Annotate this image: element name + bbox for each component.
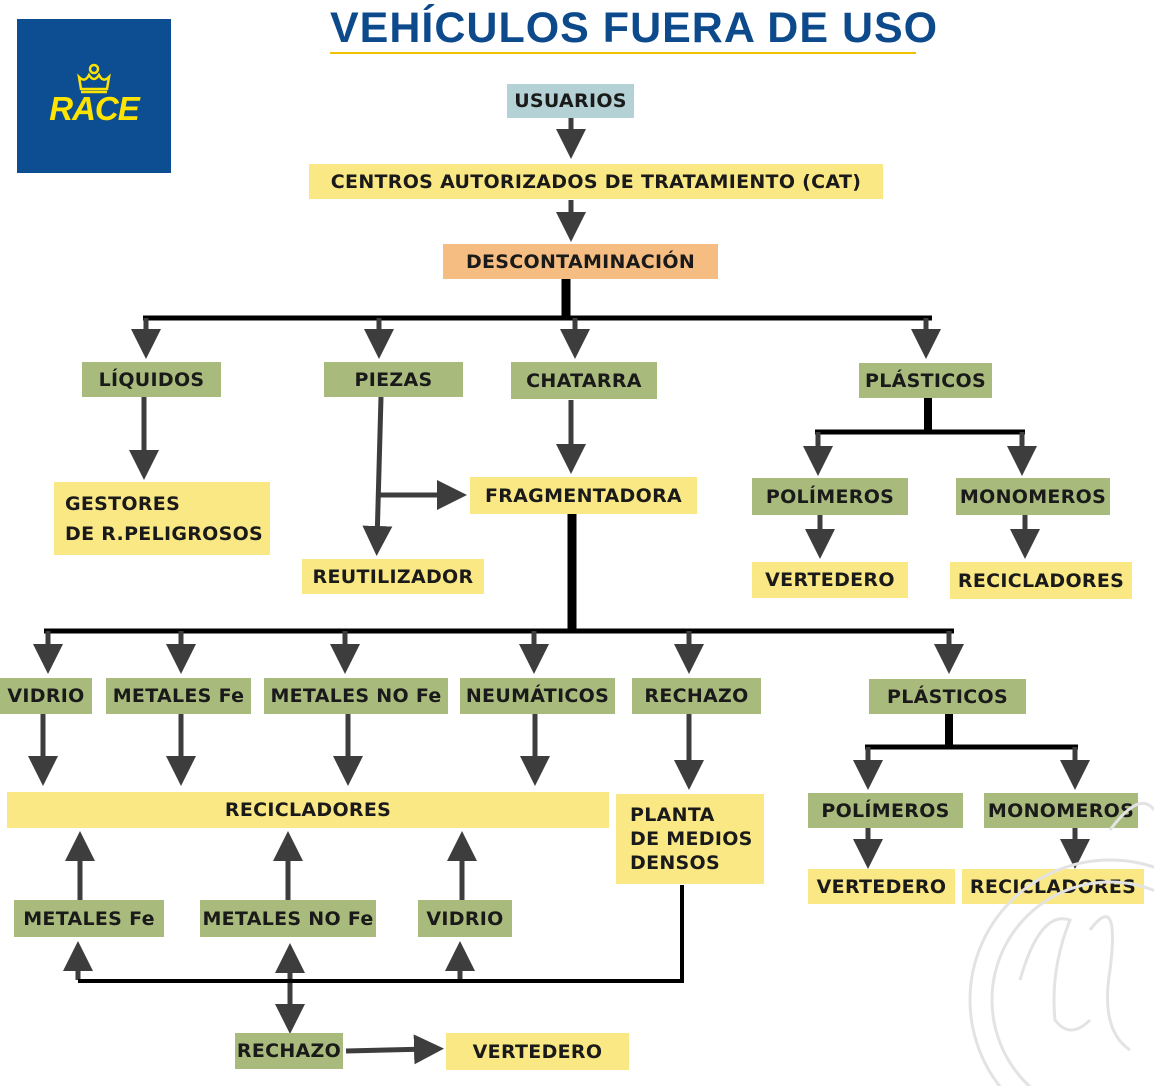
- race-seal-watermark: [968, 801, 1154, 1086]
- crown-icon: [77, 63, 111, 94]
- node-polimeros-bottom: POLÍMEROS: [808, 793, 963, 828]
- node-vertedero-top: VERTEDERO: [752, 562, 908, 598]
- page-title: VEHÍCULOS FUERA DE USO: [330, 4, 939, 54]
- node-polimeros-top: POLÍMEROS: [752, 478, 908, 515]
- planta-line-2: DE MEDIOS: [630, 828, 753, 850]
- node-recicladores-main: RECICLADORES: [7, 792, 609, 828]
- node-metales-no-fe: METALES NO Fe: [264, 678, 448, 714]
- node-metales-no-fe-2: METALES NO Fe: [200, 900, 376, 937]
- node-cat: CENTROS AUTORIZADOS DE TRATAMIENTO (CAT): [309, 164, 883, 199]
- node-metales-fe-2: METALES Fe: [14, 900, 164, 937]
- node-fragmentadora: FRAGMENTADORA: [470, 477, 697, 514]
- node-neumaticos: NEUMÁTICOS: [460, 678, 615, 714]
- logo-text: RACE: [49, 90, 140, 127]
- node-rechazo: RECHAZO: [632, 678, 761, 714]
- node-rechazo-2: RECHAZO: [235, 1033, 343, 1069]
- node-vidrio: VIDRIO: [0, 678, 92, 714]
- race-logo: RACE: [17, 19, 171, 173]
- node-plasticos-top: PLÁSTICOS: [859, 363, 992, 398]
- gestores-line-2: DE R.PELIGROSOS: [65, 522, 264, 545]
- node-vertedero-final: VERTEDERO: [446, 1033, 629, 1070]
- node-vertedero-bottom: VERTEDERO: [808, 869, 955, 904]
- node-gestores: GESTORES DE R.PELIGROSOS: [54, 482, 270, 555]
- node-plasticos-bottom: PLÁSTICOS: [869, 679, 1026, 714]
- node-chatarra: CHATARRA: [511, 362, 657, 399]
- node-descontaminacion: DESCONTAMINACIÓN: [443, 244, 718, 279]
- node-usuarios: USUARIOS: [507, 84, 634, 118]
- node-metales-fe: METALES Fe: [106, 678, 251, 714]
- node-piezas: PIEZAS: [324, 362, 463, 397]
- gestores-line-1: GESTORES: [65, 492, 181, 515]
- node-planta-medios-densos: PLANTA DE MEDIOS DENSOS: [616, 794, 764, 884]
- node-recicladores-top: RECICLADORES: [950, 562, 1132, 599]
- planta-line-3: DENSOS: [630, 852, 720, 874]
- planta-line-1: PLANTA: [630, 804, 715, 826]
- node-liquidos: LÍQUIDOS: [82, 362, 221, 397]
- node-vidrio-2: VIDRIO: [418, 900, 512, 937]
- node-monomeros-top: MONOMEROS: [956, 478, 1110, 515]
- node-reutilizador: REUTILIZADOR: [302, 559, 484, 594]
- node-monomeros-bottom: MONOMEROS: [984, 793, 1138, 828]
